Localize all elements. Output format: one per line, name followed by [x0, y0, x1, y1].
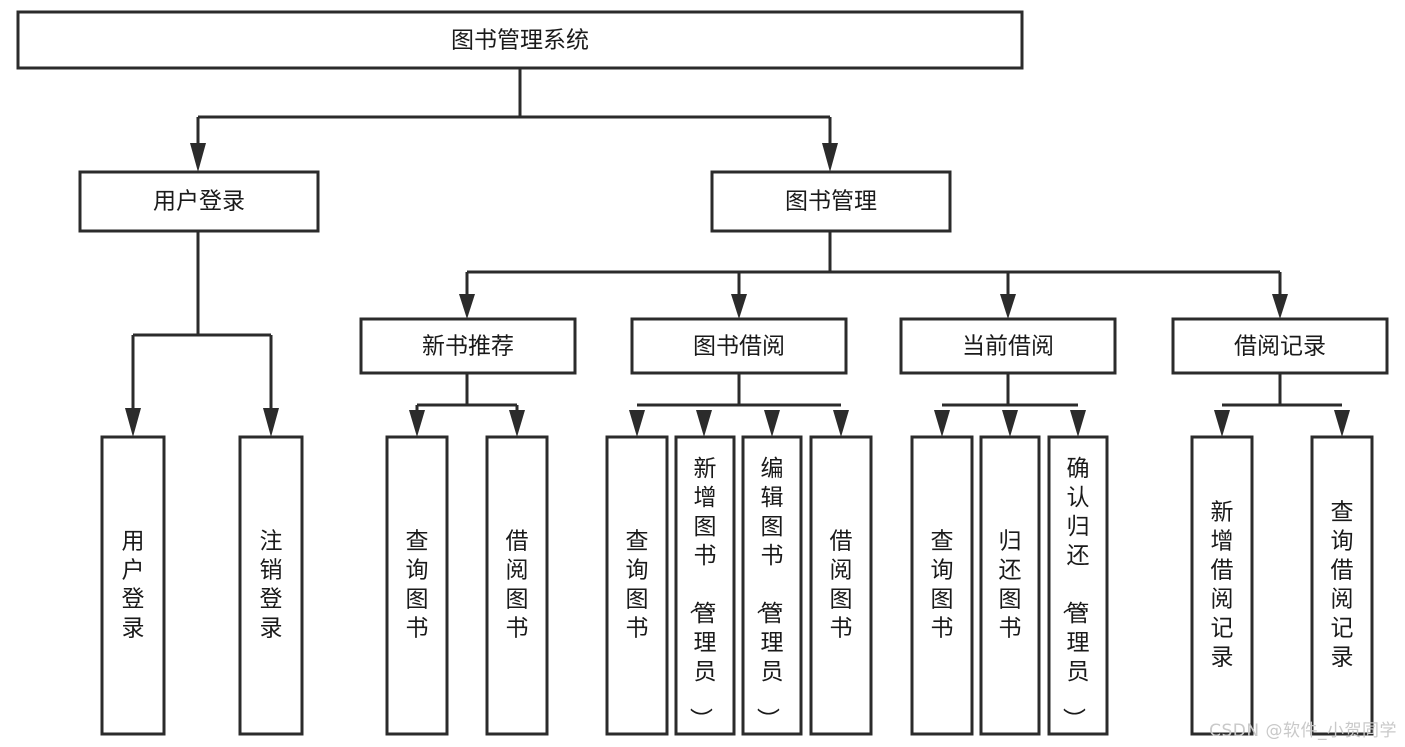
leaf-query-record-box[interactable]: [1310, 435, 1374, 736]
node-root[interactable]: 图书管理系统: [16, 10, 1024, 70]
leaf-edit-book-label: 编辑图书（管理员）: [755, 456, 784, 731]
arrow-current-borrow-leaf-1: [1002, 410, 1018, 437]
node-book-borrow-label: 图书借阅: [693, 334, 785, 360]
leaf-node[interactable]: 查询图书: [605, 435, 669, 736]
node-user-login-box[interactable]: [78, 170, 320, 233]
node-borrow-record-label: 借阅记录: [1234, 334, 1326, 360]
arrow-new-book-recommend-leaf-0: [409, 410, 425, 437]
leaf-return-book-box[interactable]: [979, 435, 1041, 736]
arrow-root-to-user-login: [190, 143, 206, 172]
leaf-user-login-label: 用户登录: [122, 528, 145, 641]
arrow-book-borrow-leaf-1: [696, 410, 712, 437]
node-borrow-record-box[interactable]: [1171, 317, 1389, 375]
leaf-query-book-1-box[interactable]: [385, 435, 449, 736]
node-user-login-label: 用户登录: [153, 189, 245, 215]
leaf-add-record-label: 新增借阅记录: [1211, 499, 1234, 670]
node-book-manage-label: 图书管理: [785, 189, 877, 215]
arrow-book-borrow-leaf-0: [629, 410, 645, 437]
connector-group-borrow-record: [1214, 373, 1350, 437]
arrow-book-manage-child-1: [731, 294, 747, 319]
connector-group-current-borrow: [934, 373, 1086, 437]
node-book-manage[interactable]: 图书管理: [710, 170, 952, 233]
leaf-node[interactable]: 借阅图书: [485, 435, 549, 736]
leaf-query-book-1-label: 查询图书: [406, 528, 429, 641]
node-new-book-recommend-box[interactable]: [359, 317, 577, 375]
arrow-user-login-leaf-0: [125, 408, 141, 437]
node-root-box[interactable]: [16, 10, 1024, 70]
arrow-user-login-leaf-1: [263, 408, 279, 437]
connector-group-new-book-recommend: [409, 373, 525, 437]
node-current-borrow-label: 当前借阅: [962, 334, 1054, 360]
node-new-book-recommend[interactable]: 新书推荐: [359, 317, 577, 375]
leaf-node[interactable]: 借阅图书: [809, 435, 873, 736]
arrow-current-borrow-leaf-0: [934, 410, 950, 437]
leaf-query-book-2-label: 查询图书: [626, 528, 649, 641]
leaf-node[interactable]: 用户登录: [100, 435, 166, 736]
node-book-manage-box[interactable]: [710, 170, 952, 233]
leaf-add-record-box[interactable]: [1190, 435, 1254, 736]
leaf-borrow-book-1-box[interactable]: [485, 435, 549, 736]
arrow-borrow-record-leaf-1: [1334, 410, 1350, 437]
leaf-query-record-label: 查询借阅记录: [1331, 499, 1354, 670]
leaf-query-book-3-box[interactable]: [910, 435, 974, 736]
node-current-borrow[interactable]: 当前借阅: [899, 317, 1117, 375]
leaf-query-book-3-label: 查询图书: [931, 528, 954, 641]
node-book-borrow-box[interactable]: [630, 317, 848, 375]
arrow-current-borrow-leaf-2: [1070, 410, 1086, 437]
connector-group-book-manage: [459, 231, 1288, 319]
leaf-logout-box[interactable]: [238, 435, 304, 736]
leaf-node[interactable]: 编辑图书（管理员）: [741, 435, 803, 736]
leaf-user-login-box[interactable]: [100, 435, 166, 736]
leaf-node[interactable]: 新增借阅记录: [1190, 435, 1254, 736]
csdn-watermark: CSDN @软件_小贺同学: [1209, 721, 1397, 741]
leaf-node[interactable]: 归还图书: [979, 435, 1041, 736]
arrow-book-borrow-leaf-2: [764, 410, 780, 437]
connector-group-root: [190, 68, 838, 172]
leaf-logout-label: 注销登录: [260, 528, 283, 641]
leaf-confirm-return-label: 确认归还（管理员）: [1061, 456, 1090, 731]
node-user-login[interactable]: 用户登录: [78, 170, 320, 233]
leaf-node[interactable]: 新增图书（管理员）: [674, 435, 736, 736]
leaf-query-book-2-box[interactable]: [605, 435, 669, 736]
leaf-node[interactable]: 确认归还（管理员）: [1047, 435, 1109, 736]
leaf-borrow-book-2-label: 借阅图书: [830, 528, 853, 641]
leaf-borrow-book-1-label: 借阅图书: [506, 528, 529, 641]
leaf-node[interactable]: 查询图书: [385, 435, 449, 736]
arrow-book-manage-child-0: [459, 294, 475, 319]
arrow-root-to-book-manage: [822, 143, 838, 172]
node-new-book-recommend-label: 新书推荐: [422, 334, 514, 360]
arrow-book-borrow-leaf-3: [833, 410, 849, 437]
leaf-add-book-label: 新增图书（管理员）: [688, 456, 717, 731]
arrow-new-book-recommend-leaf-1: [509, 410, 525, 437]
leaf-node[interactable]: 注销登录: [238, 435, 304, 736]
node-book-borrow[interactable]: 图书借阅: [630, 317, 848, 375]
leaf-return-book-label: 归还图书: [999, 528, 1022, 641]
leaf-confirm-return-box[interactable]: [1047, 435, 1109, 736]
node-borrow-record[interactable]: 借阅记录: [1171, 317, 1389, 375]
leaf-borrow-book-2-box[interactable]: [809, 435, 873, 736]
leaf-node[interactable]: 查询借阅记录: [1310, 435, 1374, 736]
arrow-book-manage-child-2: [1000, 294, 1016, 319]
connector-group-user-login: [125, 231, 279, 437]
leaf-edit-book-box[interactable]: [741, 435, 803, 736]
leaf-add-book-box[interactable]: [674, 435, 736, 736]
node-current-borrow-box[interactable]: [899, 317, 1117, 375]
leaf-node[interactable]: 查询图书: [910, 435, 974, 736]
arrow-borrow-record-leaf-0: [1214, 410, 1230, 437]
arrow-book-manage-child-3: [1272, 294, 1288, 319]
node-root-label: 图书管理系统: [451, 28, 589, 54]
connector-group-book-borrow: [629, 373, 849, 437]
